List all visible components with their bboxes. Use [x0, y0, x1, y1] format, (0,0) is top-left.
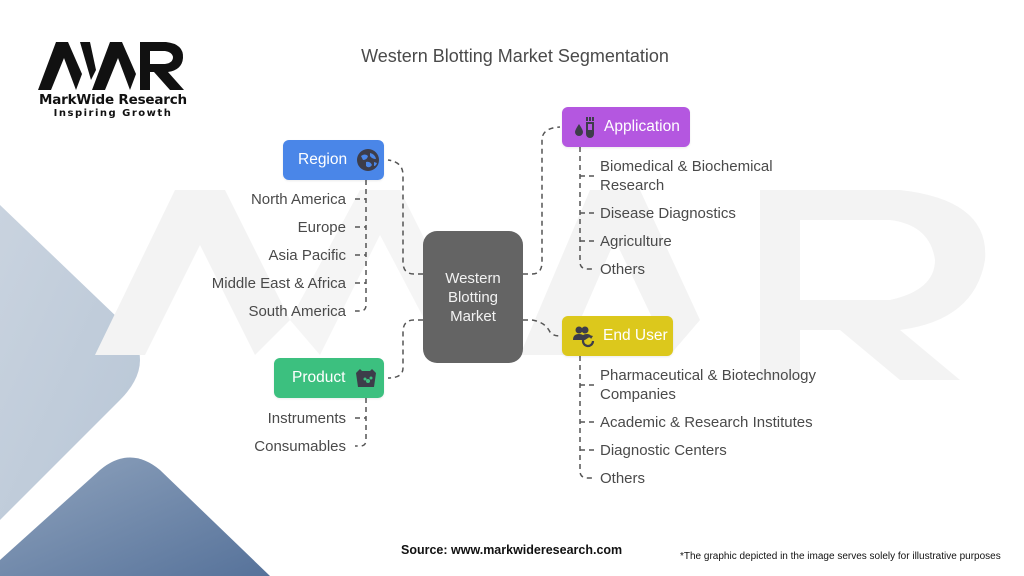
- globe-icon: [357, 149, 380, 171]
- connector-center-application: [523, 126, 561, 275]
- logo-mark-icon: [38, 42, 184, 90]
- category-application[interactable]: Application: [562, 107, 690, 147]
- region-item: South America: [248, 303, 346, 320]
- markwide-logo: MarkWide Research Inspiring Growth: [34, 40, 194, 120]
- application-item: Disease Diagnostics: [600, 205, 736, 222]
- category-region[interactable]: Region: [283, 140, 384, 180]
- light-diamond-shape: [0, 205, 140, 520]
- center-node-line: Western: [445, 269, 501, 287]
- dark-diamond-shape: [0, 457, 270, 576]
- category-application-label: Application: [604, 118, 680, 135]
- page-title: Western Blotting Market Segmentation: [361, 46, 669, 66]
- application-item: Agriculture: [600, 233, 672, 250]
- end-user-item: Pharmaceutical & Biotechnology Companies: [600, 367, 816, 403]
- application-item: Biomedical & Biochemical Research: [600, 158, 773, 194]
- connector-center-product: [387, 319, 423, 379]
- connector-center-region: [387, 159, 423, 275]
- source-link[interactable]: Source: www.markwideresearch.com: [401, 543, 623, 557]
- category-region-label: Region: [298, 151, 348, 168]
- connector-enduser-spine: [579, 356, 594, 479]
- category-product-label: Product: [292, 369, 346, 386]
- region-item: Middle East & Africa: [211, 275, 346, 292]
- disclaimer-text: *The graphic depicted in the image serve…: [680, 551, 1001, 562]
- test-tube-drop-icon: [575, 117, 594, 138]
- region-item: North America: [250, 191, 346, 208]
- product-item: Instruments: [267, 410, 346, 427]
- product-item: Consumables: [254, 438, 346, 455]
- center-node-western-blotting-market: Western Blotting Market: [423, 231, 523, 363]
- connector-product-spine: [355, 398, 367, 447]
- category-end-user[interactable]: End User: [562, 316, 673, 356]
- category-product[interactable]: Product: [274, 358, 384, 398]
- users-refresh-icon: [573, 326, 595, 348]
- end-user-item: Others: [600, 470, 646, 487]
- connector-region-spine: [355, 180, 367, 312]
- connector-application-spine: [579, 147, 594, 270]
- end-user-item: Academic & Research Institutes: [600, 414, 813, 431]
- basket-icon: [356, 369, 377, 387]
- connector-center-enduser: [523, 319, 561, 337]
- center-node-line: Market: [450, 307, 496, 325]
- end-user-item: Diagnostic Centers: [600, 442, 727, 459]
- logo-company-name: MarkWide Research: [39, 92, 187, 108]
- logo-tagline: Inspiring Growth: [53, 108, 173, 119]
- application-item: Others: [600, 261, 646, 278]
- region-item: Europe: [297, 219, 346, 236]
- category-end-user-label: End User: [603, 327, 668, 344]
- region-item: Asia Pacific: [268, 247, 346, 264]
- center-node-line: Blotting: [447, 288, 499, 306]
